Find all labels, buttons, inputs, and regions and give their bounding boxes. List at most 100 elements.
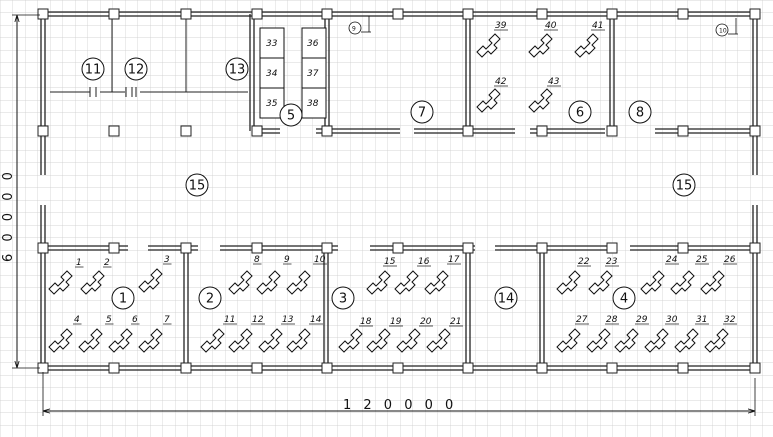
machine-icon bbox=[426, 328, 451, 353]
equipment-number: 32 bbox=[724, 315, 736, 325]
structural-column bbox=[108, 242, 120, 254]
equipment-number: 1 bbox=[76, 258, 82, 268]
structural-column bbox=[749, 242, 761, 254]
equipment-number: 6 bbox=[132, 315, 138, 325]
partition-v-upper-c bbox=[465, 14, 471, 131]
room-number: 15 bbox=[189, 179, 206, 194]
machine-icon bbox=[574, 33, 599, 58]
partition-upper-5 bbox=[655, 128, 760, 134]
machine-icon bbox=[258, 328, 283, 353]
machine-icon bbox=[228, 328, 253, 353]
machine-icon bbox=[338, 328, 363, 353]
structural-column bbox=[749, 8, 761, 20]
equipment-number: 9 bbox=[284, 255, 290, 265]
cabinet-number: 33 bbox=[266, 39, 278, 49]
partition-v-lower-c bbox=[465, 248, 471, 368]
marker-circle bbox=[715, 23, 729, 37]
structural-column bbox=[108, 125, 120, 137]
machine-icon bbox=[286, 270, 311, 295]
equipment-number: 31 bbox=[696, 315, 707, 325]
cabinet-number: 38 bbox=[307, 99, 319, 109]
structural-column bbox=[606, 8, 618, 20]
machine-icon bbox=[256, 270, 281, 295]
structural-column bbox=[321, 8, 333, 20]
structural-column bbox=[37, 8, 49, 20]
partition-lower-6 bbox=[630, 245, 760, 251]
machine-icon bbox=[556, 270, 581, 295]
room-marker bbox=[331, 286, 355, 310]
structural-column bbox=[606, 362, 618, 374]
machine-icon bbox=[476, 33, 501, 58]
structural-column bbox=[462, 242, 474, 254]
structural-column bbox=[749, 125, 761, 137]
partition-lower-3 bbox=[220, 245, 338, 251]
equipment-number: 12 bbox=[252, 315, 264, 325]
equipment-number: 41 bbox=[592, 21, 603, 31]
cabinet-number: 35 bbox=[266, 99, 278, 109]
machine-icon bbox=[138, 268, 163, 293]
machine-icon bbox=[200, 328, 225, 353]
machine-icon bbox=[138, 328, 163, 353]
partition-lower-5 bbox=[495, 245, 610, 251]
equipment-number: 22 bbox=[578, 257, 590, 267]
structural-column bbox=[180, 242, 192, 254]
machines bbox=[48, 27, 729, 353]
partition-v-upper-a bbox=[249, 14, 255, 131]
equipment-number: 7 bbox=[164, 315, 170, 325]
equipment-number: 25 bbox=[696, 255, 708, 265]
room-number: 5 bbox=[287, 109, 295, 124]
equipment-number: 27 bbox=[576, 315, 588, 325]
machine-icon bbox=[48, 328, 73, 353]
room-number: 4 bbox=[620, 292, 628, 307]
structural-column bbox=[180, 8, 192, 20]
equipment-number: 29 bbox=[636, 315, 648, 325]
partition-v-upper-d bbox=[609, 14, 615, 131]
structural-column bbox=[536, 242, 548, 254]
room-number: 6 bbox=[576, 106, 584, 121]
structural-column bbox=[677, 242, 689, 254]
equipment-number: 17 bbox=[448, 255, 460, 265]
partition-lower-4 bbox=[370, 245, 475, 251]
structural-column bbox=[536, 8, 548, 20]
horizontal-dimension-text: 1 2 0 0 0 0 bbox=[343, 398, 457, 413]
equipment-number: 14 bbox=[310, 315, 322, 325]
equipment-number: 30 bbox=[666, 315, 678, 325]
machine-icon bbox=[704, 328, 729, 353]
cabinet-block-right bbox=[301, 27, 327, 119]
room-marker bbox=[494, 286, 518, 310]
room-number: 11 bbox=[85, 63, 102, 78]
room-marker bbox=[124, 57, 148, 81]
room-marker bbox=[111, 286, 135, 310]
marker-circle bbox=[348, 21, 362, 35]
outer-wall-right-upper bbox=[752, 14, 758, 175]
machine-icon bbox=[700, 270, 725, 295]
dimensions: 1 2 0 0 0 0 6 0 0 0 0 bbox=[1, 14, 756, 416]
room-marker bbox=[198, 286, 222, 310]
structural-column bbox=[108, 362, 120, 374]
room-marker bbox=[672, 173, 696, 197]
structural-column bbox=[251, 125, 263, 137]
machine-icon bbox=[366, 328, 391, 353]
outer-wall-left-upper bbox=[40, 14, 46, 175]
equipment-number: 13 bbox=[282, 315, 294, 325]
structural-column bbox=[606, 242, 618, 254]
machine-icon bbox=[670, 270, 695, 295]
equipment-number: 5 bbox=[106, 315, 112, 325]
structural-column bbox=[536, 125, 548, 137]
machine-icon bbox=[674, 328, 699, 353]
machine-icon bbox=[644, 328, 669, 353]
room-marker bbox=[279, 103, 303, 127]
equipment-number: 43 bbox=[548, 77, 560, 87]
cabinet-number: 34 bbox=[266, 69, 278, 79]
machine-icon bbox=[588, 270, 613, 295]
marker-number: 10 bbox=[719, 28, 727, 35]
structural-column bbox=[536, 362, 548, 374]
equipment-number: 26 bbox=[724, 255, 736, 265]
structural-column bbox=[180, 125, 192, 137]
equipment-number: 2 bbox=[104, 258, 110, 268]
structural-column bbox=[37, 125, 49, 137]
structural-column bbox=[108, 8, 120, 20]
room-number: 13 bbox=[229, 63, 246, 78]
structural-column bbox=[321, 125, 333, 137]
